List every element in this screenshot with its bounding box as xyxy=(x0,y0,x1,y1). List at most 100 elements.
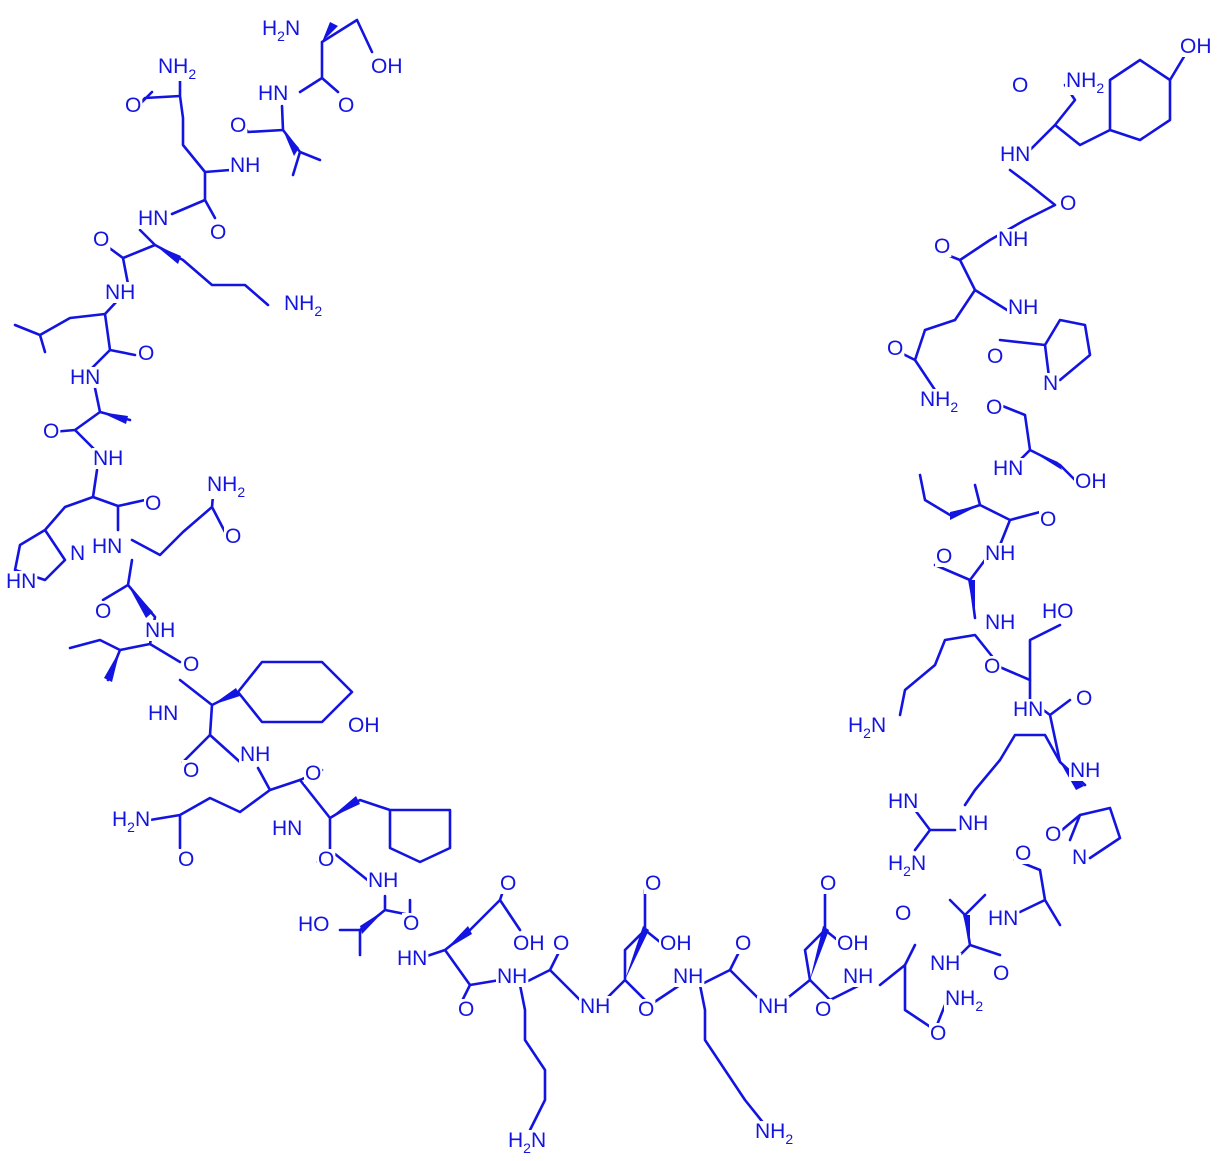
atom-label-a22: N xyxy=(69,542,87,565)
atom-text: O xyxy=(145,492,161,515)
atom-text: O xyxy=(305,762,321,785)
atom-label-a35: O xyxy=(317,848,336,871)
atom-knockout xyxy=(124,95,143,116)
atom-text: NH2 xyxy=(920,388,958,415)
atom-text: N xyxy=(1072,846,1087,869)
atom-label-a82: O xyxy=(985,396,1004,419)
atom-knockout xyxy=(507,1130,548,1155)
atom-knockout xyxy=(944,988,985,1013)
atom-text: HN xyxy=(70,366,100,389)
atom-knockout xyxy=(1014,843,1033,864)
atom-knockout xyxy=(144,493,163,514)
atom-text: N xyxy=(1043,372,1058,395)
atom-text: O xyxy=(553,932,569,955)
atom-text: NH xyxy=(758,995,788,1018)
atom-label-a61: NH xyxy=(929,952,962,975)
atom-knockout xyxy=(69,543,87,564)
atom-text: O xyxy=(93,228,109,251)
atom-label-a21: O xyxy=(224,525,243,548)
atom-text: O xyxy=(887,337,903,360)
atom-knockout xyxy=(819,873,838,894)
atom-knockout xyxy=(347,715,381,736)
atom-text: O xyxy=(930,1022,946,1045)
atom-label-a88: O xyxy=(933,235,952,258)
atom-text: HN xyxy=(993,457,1023,480)
atom-label-a41: HN xyxy=(396,947,429,970)
atom-text: OH xyxy=(1180,35,1212,58)
atom-knockout xyxy=(935,546,954,567)
atom-knockout xyxy=(997,229,1030,250)
atom-knockout xyxy=(182,760,201,781)
atom-knockout xyxy=(887,791,920,812)
atom-label-a67: NH xyxy=(957,812,990,835)
atom-label-a73: HO xyxy=(1041,600,1075,623)
atom-knockout xyxy=(1012,699,1045,720)
atom-knockout xyxy=(271,818,304,839)
atom-text: O xyxy=(458,998,474,1021)
atom-text: NH xyxy=(93,447,123,470)
atom-knockout xyxy=(91,536,124,557)
atom-knockout xyxy=(261,18,302,43)
atom-text: NH2 xyxy=(207,473,245,500)
atom-knockout xyxy=(579,996,612,1017)
atom-text: O xyxy=(138,342,154,365)
atom-knockout xyxy=(847,715,888,740)
atom-label-a5: O xyxy=(124,94,143,117)
atom-label-a36: NH xyxy=(367,869,400,892)
atom-label-a3: NH2 xyxy=(157,55,198,82)
atom-text: NH xyxy=(368,869,398,892)
atom-knockout xyxy=(1007,297,1040,318)
atom-text: O xyxy=(820,872,836,895)
atom-text: O xyxy=(984,655,1000,678)
atom-label-a25: NH xyxy=(144,619,177,642)
bond-skeleton xyxy=(13,18,1187,1132)
atom-label-a12: NH xyxy=(104,281,137,304)
atom-text: NH xyxy=(1008,296,1038,319)
atom-text: O xyxy=(645,872,661,895)
atom-knockout xyxy=(814,999,833,1020)
atom-text: HN xyxy=(988,907,1018,930)
atom-label-a50: NH xyxy=(757,995,790,1018)
atom-label-a81: OH xyxy=(1074,470,1108,493)
atom-knockout xyxy=(1071,847,1089,868)
stereo-wedges xyxy=(100,22,1084,980)
atom-knockout xyxy=(992,458,1025,479)
atom-text: O xyxy=(500,872,516,895)
atom-label-a38: HO xyxy=(297,913,331,936)
atom-knockout xyxy=(933,236,952,257)
atom-label-a20: HN xyxy=(91,535,124,558)
atom-knockout xyxy=(177,849,196,870)
atom-label-a7: O xyxy=(229,114,248,137)
atom-label-a66: HN xyxy=(887,790,920,813)
atom-text: O xyxy=(638,998,654,1021)
atom-text: OH xyxy=(513,932,545,955)
atom-text: HO xyxy=(1042,600,1074,623)
atom-knockout xyxy=(104,282,137,303)
atom-text: O xyxy=(338,94,354,117)
atom-text: NH xyxy=(497,965,527,988)
atom-knockout xyxy=(894,903,913,924)
atom-knockout xyxy=(672,966,705,987)
atom-knockout xyxy=(370,56,404,77)
atom-label-a54: OH xyxy=(836,932,870,955)
atom-knockout xyxy=(1041,601,1075,622)
atom-knockout xyxy=(757,996,790,1017)
atom-text: O xyxy=(934,235,950,258)
atom-label-a84: O xyxy=(986,345,1005,368)
atom-label-a69: O xyxy=(1044,823,1063,846)
atom-knockout xyxy=(1065,70,1106,95)
atom-text: O xyxy=(125,94,141,117)
atom-knockout xyxy=(5,571,38,592)
atom-text: NH2 xyxy=(1066,69,1104,96)
atom-text: HN xyxy=(138,207,168,230)
atom-knockout xyxy=(92,448,125,469)
atom-label-a56: NH xyxy=(842,965,875,988)
atom-text: HN xyxy=(258,82,288,105)
atom-label-a37: O xyxy=(499,872,518,895)
atom-knockout xyxy=(983,656,1002,677)
atom-label-a58: NH2 xyxy=(754,1120,795,1147)
atom-label-a27: HN xyxy=(147,702,180,725)
atom-knockout xyxy=(92,229,111,250)
atom-knockout xyxy=(512,933,546,954)
